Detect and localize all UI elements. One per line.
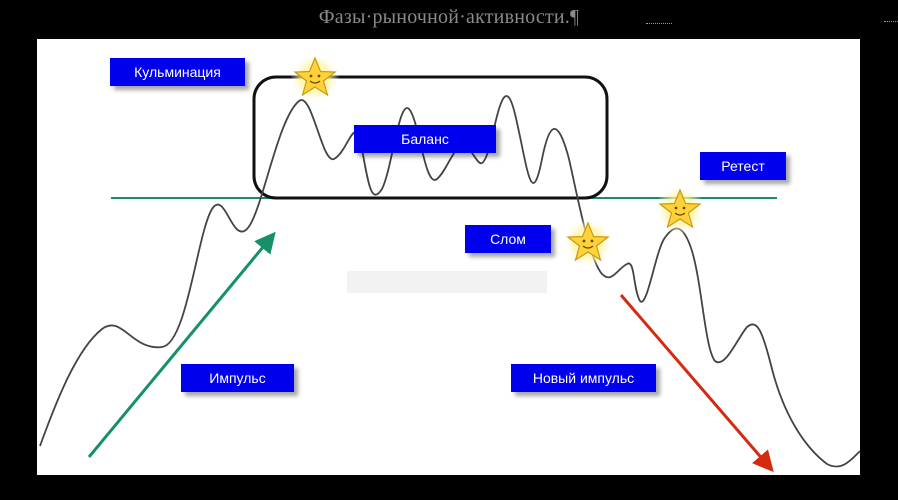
label-breakdown: Слом: [465, 225, 551, 253]
label-balance: Баланс: [354, 125, 496, 153]
text-cursor-mark: [646, 12, 672, 24]
slide-title: Фазы·рыночной·активности.¶: [318, 6, 580, 28]
label-impulse: Импульс: [181, 364, 294, 392]
label-new-impulse: Новый импульс: [511, 364, 656, 392]
impulse-arrow: [87, 231, 276, 458]
smiling-star-icon: [563, 218, 613, 268]
text-cursor-mark-right: [884, 12, 898, 22]
background-smudge: [347, 271, 547, 293]
diagram-canvas: Кульминация Баланс Ретест Слом Импульс Н…: [37, 39, 860, 475]
label-culmination: Кульминация: [110, 58, 245, 86]
label-retest: Ретест: [700, 152, 786, 180]
new-impulse-arrow: [619, 294, 774, 473]
balance-range-box: [252, 75, 609, 200]
market-phases-diagram: [39, 75, 860, 473]
smiling-star-icon: [655, 185, 705, 235]
smiling-star-icon: [290, 53, 340, 103]
